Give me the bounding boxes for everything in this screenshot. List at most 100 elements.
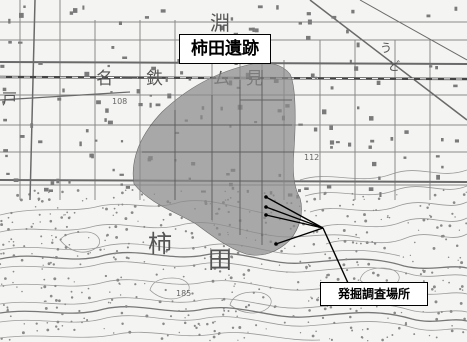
terrain-dot xyxy=(23,245,26,248)
terrain-dot xyxy=(142,241,145,244)
terrain-dot xyxy=(357,264,359,266)
terrain-dot xyxy=(41,257,44,259)
building-block xyxy=(329,140,335,145)
terrain-dot xyxy=(413,241,416,244)
terrain-dot xyxy=(64,303,67,306)
terrain-dot xyxy=(455,244,459,248)
terrain-dot xyxy=(55,325,58,328)
terrain-dot xyxy=(422,280,425,283)
terrain-dot xyxy=(66,211,69,214)
terrain-dot xyxy=(12,281,14,284)
terrain-dot xyxy=(112,256,115,259)
terrain-dot xyxy=(36,329,39,332)
terrain-dot xyxy=(56,320,60,324)
building-block xyxy=(368,145,372,149)
building-block xyxy=(276,5,279,10)
terrain-dot xyxy=(121,322,124,326)
terrain-dot xyxy=(367,340,369,342)
terrain-dot xyxy=(321,316,325,320)
building-block xyxy=(454,6,458,11)
terrain-dot xyxy=(44,300,47,303)
terrain-dot xyxy=(448,224,452,228)
terrain-dot xyxy=(326,273,329,277)
terrain-dot xyxy=(49,294,53,298)
terrain-dot xyxy=(112,196,115,199)
terrain-dot xyxy=(7,228,10,231)
terrain-dot xyxy=(247,268,251,272)
terrain-dot xyxy=(199,324,201,326)
terrain-dot xyxy=(133,205,137,208)
terrain-dot xyxy=(280,249,283,253)
terrain-dot xyxy=(342,229,346,232)
building-block xyxy=(111,46,115,49)
terrain-dot xyxy=(419,204,422,207)
terrain-dot xyxy=(284,247,286,250)
terrain-dot xyxy=(429,214,431,217)
terrain-dot xyxy=(349,315,352,319)
building-block xyxy=(390,137,394,141)
terrain-dot xyxy=(81,199,84,202)
terrain-dot xyxy=(164,288,167,292)
terrain-dot xyxy=(360,307,362,309)
building-block xyxy=(329,125,333,130)
terrain-dot xyxy=(159,223,163,227)
terrain-dot xyxy=(49,219,53,223)
terrain-dot xyxy=(222,244,226,248)
terrain-dot xyxy=(236,315,238,318)
terrain-dot xyxy=(64,214,66,216)
terrain-dot xyxy=(243,336,246,339)
building-block xyxy=(112,168,115,172)
terrain-dot xyxy=(463,317,466,321)
building-block xyxy=(107,64,110,68)
terrain-dot xyxy=(373,242,377,245)
terrain-dot xyxy=(462,331,465,334)
building-block xyxy=(136,89,141,94)
terrain-dot xyxy=(312,243,316,246)
terrain-dot xyxy=(375,209,378,211)
terrain-dot xyxy=(51,234,53,237)
building-block xyxy=(48,189,53,192)
building-block xyxy=(5,154,8,158)
terrain-dot xyxy=(145,314,149,318)
terrain-dot xyxy=(359,242,362,245)
terrain-dot xyxy=(109,291,111,293)
terrain-dot xyxy=(54,284,57,288)
building-block xyxy=(2,87,7,92)
terrain-dot xyxy=(355,242,358,245)
building-block xyxy=(3,118,7,122)
terrain-dot xyxy=(211,279,215,283)
terrain-dot xyxy=(260,263,263,265)
terrain-dot xyxy=(307,321,310,324)
terrain-dot xyxy=(160,337,164,340)
building-block xyxy=(188,78,192,81)
terrain-dot xyxy=(43,300,46,303)
terrain-dot xyxy=(60,216,64,219)
terrain-dot xyxy=(316,298,319,302)
terrain-dot xyxy=(234,310,237,313)
terrain-dot xyxy=(67,277,70,280)
terrain-dot xyxy=(183,321,187,325)
excavation-spot-4 xyxy=(274,242,278,246)
terrain-dot xyxy=(355,309,358,313)
terrain-dot xyxy=(365,241,369,245)
terrain-dot xyxy=(54,227,57,230)
terrain-dot xyxy=(445,238,448,241)
terrain-dot xyxy=(193,299,196,302)
terrain-dot xyxy=(352,199,355,202)
terrain-dot xyxy=(169,315,173,318)
terrain-dot xyxy=(247,331,249,333)
terrain-dot xyxy=(78,309,81,313)
terrain-dot xyxy=(11,221,14,224)
building-block xyxy=(351,9,355,14)
terrain-dot xyxy=(143,225,146,228)
terrain-dot xyxy=(40,235,43,238)
terrain-dot xyxy=(329,338,331,340)
building-block xyxy=(79,141,82,147)
terrain-dot xyxy=(460,261,464,265)
excavation-spot-3 xyxy=(264,213,268,217)
terrain-dot xyxy=(442,279,444,282)
terrain-dot xyxy=(299,332,302,334)
terrain-dot xyxy=(218,270,222,273)
